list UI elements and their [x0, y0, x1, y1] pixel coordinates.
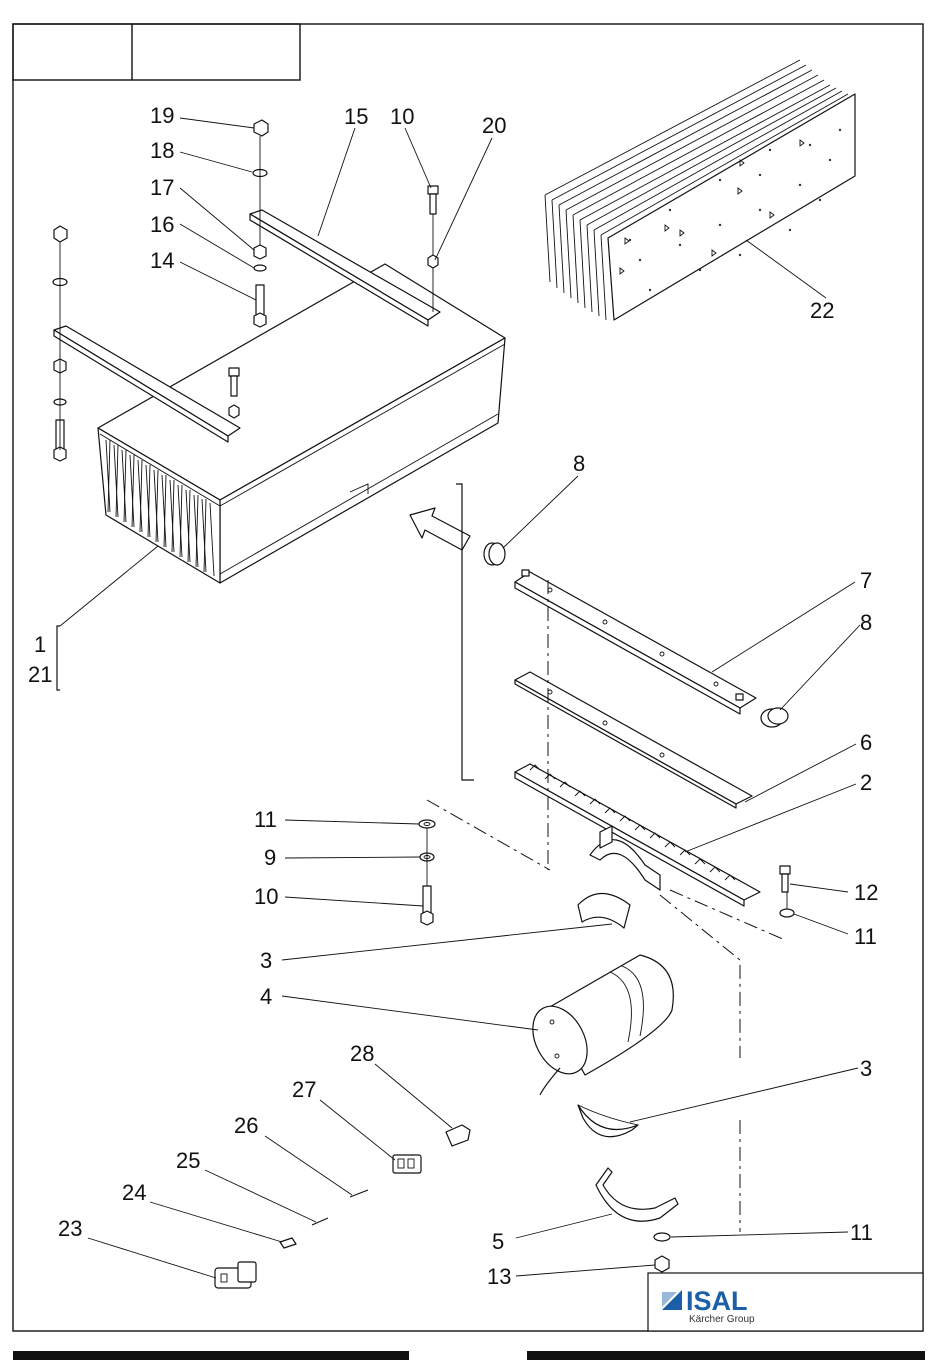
callout-15: 15 — [344, 104, 368, 129]
callout-27: 27 — [292, 1077, 316, 1102]
callout-19: 19 — [150, 103, 174, 128]
isal-logo-icon — [662, 1290, 682, 1310]
callout-8-bottom: 8 — [860, 610, 872, 635]
callout-16: 16 — [150, 212, 174, 237]
part-rubber-foot-bottom — [761, 708, 788, 727]
part-connector-27 — [393, 1155, 421, 1173]
part-nut-13 — [655, 1256, 669, 1272]
part-bolt-10-lower — [421, 886, 433, 925]
part-pin-26 — [350, 1190, 368, 1197]
brand-tagline: Kärcher Group — [689, 1314, 755, 1325]
callout-14: 14 — [150, 248, 174, 273]
callout-1: 1 — [34, 632, 46, 657]
callout-2: 2 — [860, 770, 872, 795]
callout-23: 23 — [58, 1216, 82, 1241]
part-clip-24 — [280, 1238, 296, 1248]
bottom-bar-right — [527, 1351, 925, 1360]
part-washer-11-right — [780, 909, 794, 917]
callout-13: 13 — [487, 1264, 511, 1289]
callout-25: 25 — [176, 1148, 200, 1173]
callout-11-upper: 11 — [254, 807, 277, 832]
callout-28: 28 — [350, 1041, 374, 1066]
callout-12: 12 — [854, 880, 878, 905]
part-connector-28 — [446, 1125, 470, 1146]
part-bolt-left-bar — [229, 368, 239, 418]
part-stud-stack-left — [53, 226, 67, 461]
callout-11-right: 11 — [854, 924, 877, 949]
callout-7: 7 — [860, 568, 872, 593]
part-rubber-foot-top — [484, 543, 505, 565]
callout-5: 5 — [492, 1229, 504, 1254]
part-washer-11-bottom — [654, 1233, 670, 1241]
part-lower-clamp — [596, 1168, 678, 1221]
airflow-arrow-icon — [410, 508, 470, 550]
brand-name: ISAL — [686, 1286, 748, 1316]
callout-9: 9 — [264, 845, 276, 870]
callout-6: 6 — [860, 730, 872, 755]
callout-4: 4 — [260, 984, 272, 1009]
callout-24: 24 — [122, 1180, 146, 1205]
bottom-bar-left — [13, 1351, 409, 1360]
callout-10-lower: 10 — [254, 884, 278, 909]
part-half-shell-lower — [578, 1105, 638, 1137]
callout-21: 21 — [28, 662, 52, 687]
callout-3-upper: 3 — [260, 948, 272, 973]
part-filter-pack — [545, 60, 855, 320]
callout-18: 18 — [150, 138, 174, 163]
logo-block: ISAL Kärcher Group — [648, 1273, 923, 1331]
part-bolt-12 — [780, 866, 790, 892]
part-plug-23 — [215, 1262, 256, 1288]
title-block-top-left — [13, 24, 300, 80]
callout-17: 17 — [150, 175, 174, 200]
callout-20: 20 — [482, 113, 506, 138]
callout-8-top: 8 — [573, 451, 585, 476]
callout-11-bottom: 11 — [850, 1220, 873, 1245]
part-washer-11-upper — [419, 820, 435, 828]
callout-10-top: 10 — [390, 104, 414, 129]
callout-26: 26 — [234, 1113, 258, 1138]
part-cylinder — [522, 955, 673, 1095]
part-half-shell-upper — [578, 894, 630, 929]
callout-3-lower: 3 — [860, 1056, 872, 1081]
callout-22: 22 — [810, 298, 834, 323]
